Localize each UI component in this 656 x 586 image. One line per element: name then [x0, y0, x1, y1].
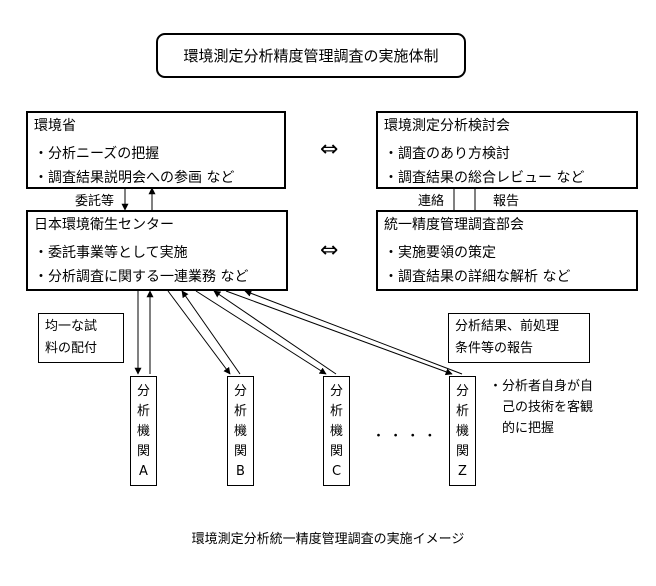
subcommittee-line1: ・実施要領の策定	[384, 245, 496, 261]
lab-z-char: 分	[455, 383, 469, 399]
ministry-line1: ・分析ニーズの把握	[34, 146, 160, 162]
contact-label: 連絡	[418, 194, 445, 209]
lab-a-box: 分 析 機 関 A	[130, 376, 157, 486]
lab-c-char: 機	[329, 423, 343, 439]
lab-c-char: 関	[329, 443, 343, 459]
lab-z-char: Z	[458, 463, 467, 479]
subcommittee-line2: ・調査結果の詳細な解析 など	[384, 269, 571, 285]
committee-line2: ・調査結果の総合レビュー など	[384, 170, 585, 186]
lab-b-char: 関	[233, 443, 247, 459]
lab-z-char: 機	[455, 423, 469, 439]
lab-z-send-arrow	[225, 290, 453, 376]
results-report-note: 分析結果、前処理 条件等の報告	[448, 313, 590, 363]
ministry-line2: ・調査結果説明会への参画 など	[34, 170, 235, 186]
lab-b-char: 機	[233, 423, 247, 439]
ministry-box: 環境省 ・分析ニーズの把握 ・調査結果説明会への参画 など	[26, 111, 286, 189]
ellipsis: ・ ・ ・ ・	[372, 429, 437, 444]
report-label: 報告	[493, 194, 520, 209]
lab-z-return-arrow	[244, 289, 463, 375]
lab-a-char: 分	[136, 383, 150, 399]
sample-note-line2: 料の配付	[45, 341, 98, 356]
lab-a-char: A	[139, 463, 148, 479]
center-line2: ・分析調査に関する一連業務 など	[34, 269, 249, 285]
lab-z-char: 析	[455, 403, 469, 419]
committee-line1: ・調査のあり方検討	[384, 146, 510, 162]
center-line1: ・委託事業等として実施	[34, 245, 188, 261]
lab-b-char: 析	[233, 403, 247, 419]
lab-b-send-arrow	[167, 290, 231, 375]
subcommittee-name: 統一精度管理調査部会	[384, 217, 524, 233]
lab-c-char: 析	[329, 403, 343, 419]
lab-c-char: C	[331, 463, 342, 479]
lab-c-send-arrow	[195, 290, 327, 375]
lab-b-return-arrow	[181, 290, 241, 375]
sample-distribution-note: 均一な試 料の配付	[38, 313, 124, 363]
diagram-caption: 環境測定分析統一精度管理調査の実施イメージ	[191, 532, 465, 547]
diagram-title: 環境測定分析精度管理調査の実施体制	[183, 47, 439, 65]
analyst-note-line2: 己の技術を客観	[502, 400, 594, 415]
results-note-line2: 条件等の報告	[455, 341, 534, 356]
committee-name: 環境測定分析検討会	[384, 118, 510, 134]
subcommittee-box: 統一精度管理調査部会 ・実施要領の策定 ・調査結果の詳細な解析 など	[376, 210, 638, 291]
lab-z-box: 分 析 機 関 Z	[449, 376, 476, 486]
analyst-note-line3: 的に把握	[502, 421, 555, 436]
lab-z-char: 関	[455, 443, 469, 459]
center-box: 日本環境衛生センター ・委託事業等として実施 ・分析調査に関する一連業務 など	[26, 210, 288, 291]
lab-a-char: 析	[136, 403, 150, 419]
sample-note-line1: 均一な試	[45, 319, 98, 334]
entrust-label: 委託等	[75, 194, 115, 209]
double-arrow-top: ⇔	[320, 137, 339, 162]
ministry-name: 環境省	[34, 118, 76, 134]
analyst-note-line1: ・分析者自身が自	[489, 379, 594, 394]
lab-b-box: 分 析 機 関 B	[227, 376, 254, 486]
results-note-line1: 分析結果、前処理	[455, 319, 560, 334]
title-box: 環境測定分析精度管理調査の実施体制	[156, 33, 466, 78]
lab-c-return-arrow	[213, 290, 337, 375]
lab-c-box: 分 析 機 関 C	[323, 376, 350, 486]
lab-a-char: 関	[136, 443, 150, 459]
lab-a-char: 機	[136, 423, 150, 439]
lab-b-char: B	[236, 463, 245, 479]
double-arrow-bottom: ⇔	[320, 238, 339, 263]
committee-box: 環境測定分析検討会 ・調査のあり方検討 ・調査結果の総合レビュー など	[376, 111, 638, 189]
lab-c-char: 分	[329, 383, 343, 399]
lab-b-char: 分	[233, 383, 247, 399]
analyst-note: ・分析者自身が自 己の技術を客観 的に把握	[489, 376, 593, 439]
center-name: 日本環境衛生センター	[34, 217, 174, 233]
